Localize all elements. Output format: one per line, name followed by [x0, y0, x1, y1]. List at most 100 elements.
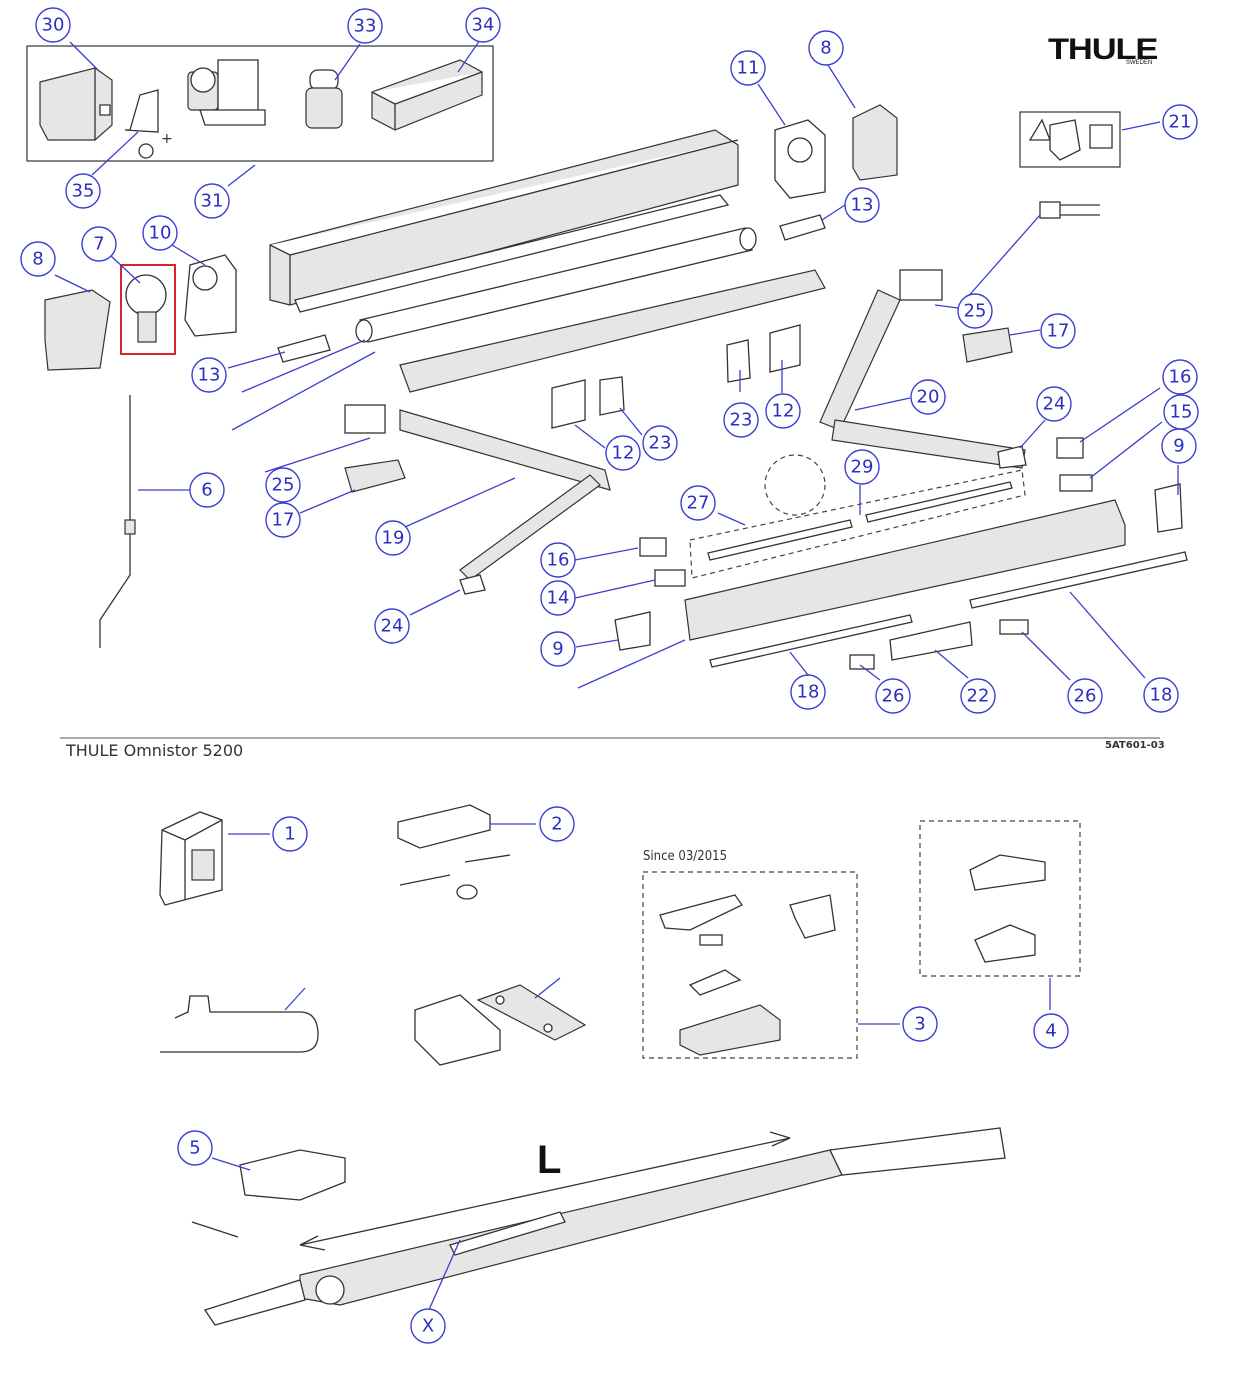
callout-circle [347, 8, 383, 44]
callout-circle [910, 379, 946, 415]
cassette-housing [269, 129, 739, 313]
callout-number: 24 [1043, 394, 1066, 415]
callout-circle [808, 30, 844, 66]
callout-circle [1033, 1013, 1069, 1049]
front-profile [399, 269, 826, 393]
callout-circle [875, 678, 911, 714]
callout-circle [189, 472, 225, 508]
part-14 [654, 569, 686, 587]
callout-number: 16 [1169, 367, 1192, 388]
callout-9: 9 [1161, 428, 1197, 464]
part-30-cover [39, 67, 113, 141]
part-21-bracket [1019, 111, 1121, 168]
callout-17: 17 [1040, 313, 1076, 349]
callout-circle [730, 50, 766, 86]
callout-16: 16 [1162, 359, 1198, 395]
callout-number: 30 [42, 15, 65, 36]
callout-number: 9 [1173, 436, 1184, 457]
callout-number: 18 [1150, 685, 1173, 706]
callout-number: 1 [284, 824, 295, 845]
callout-1: 1 [272, 816, 308, 852]
callout-number: 31 [201, 191, 224, 212]
callout-number: 13 [198, 365, 221, 386]
part-15-right [1059, 474, 1093, 492]
part-19-left-arm [344, 404, 611, 581]
callout-number: 8 [32, 249, 43, 270]
callout-21: 21 [1162, 104, 1198, 140]
callout-3: 3 [902, 1006, 938, 1042]
part-23-clip-b [726, 339, 751, 383]
front-bar [684, 499, 1188, 668]
callout-circle [272, 816, 308, 852]
callout-4: 4 [1033, 1013, 1069, 1049]
callout-20: 20 [910, 379, 946, 415]
callout-number: 25 [272, 475, 295, 496]
callout-number: 8 [820, 38, 831, 59]
callout-circle [177, 1130, 213, 1166]
callout-circle [1162, 104, 1198, 140]
callout-25: 25 [265, 467, 301, 503]
callout-number: 15 [1170, 402, 1193, 423]
callout-8: 8 [808, 30, 844, 66]
part-16-left [639, 537, 667, 557]
callout-circle [540, 542, 576, 578]
callout-circle [680, 485, 716, 521]
callout-13: 13 [191, 357, 227, 393]
part-bracket-plate [414, 984, 587, 1066]
callout-number: 27 [687, 493, 710, 514]
part-35-clip [124, 89, 159, 133]
callout-circle [1162, 359, 1198, 395]
callout-number: 6 [201, 480, 212, 501]
callout-number: 25 [964, 301, 987, 322]
doc-number: 5AT601-03 [1105, 740, 1165, 751]
callout-26: 26 [1067, 678, 1103, 714]
callout-19: 19 [375, 520, 411, 556]
svg-text:+: + [161, 131, 173, 147]
part-24-right [997, 445, 1027, 469]
part-8-endcap-left [44, 289, 111, 371]
callout-number: 23 [649, 433, 672, 454]
callout-number: 18 [797, 682, 820, 703]
callout-circle [265, 467, 301, 503]
callout-circle [605, 435, 641, 471]
part-connector-pins [1039, 201, 1100, 219]
callout-14: 14 [540, 580, 576, 616]
callout-circle [20, 241, 56, 277]
callout-number: 12 [772, 401, 795, 422]
callout-number: 7 [93, 234, 104, 255]
dimension-label-l: L [537, 1138, 562, 1182]
part-22 [889, 621, 973, 661]
callout-number: 12 [612, 443, 635, 464]
callout-18: 18 [790, 674, 826, 710]
callout-number: 10 [149, 223, 172, 244]
callout-13: 13 [844, 187, 880, 223]
part-7-gear-plate [125, 274, 167, 343]
callout-22: 22 [960, 678, 996, 714]
part-3-kit-box [642, 871, 858, 1059]
callout-24: 24 [1036, 386, 1072, 422]
accessory-box [26, 45, 494, 162]
callout-35: 35 [65, 173, 101, 209]
part-8-endcap-right [852, 104, 898, 181]
callout-29: 29 [844, 449, 880, 485]
callout-number: 23 [730, 410, 753, 431]
callout-circle [723, 402, 759, 438]
callout-number: 2 [551, 814, 562, 835]
part-12-plate-b [769, 324, 801, 373]
part-24-left [459, 574, 486, 595]
part-2-bracket-set [397, 804, 511, 900]
part-13-plug-top [779, 214, 826, 241]
callout-number: 33 [354, 16, 377, 37]
callout-12: 12 [605, 435, 641, 471]
part-29-rail [865, 481, 1013, 523]
part-4-kit-box [919, 820, 1081, 977]
diagram-title: THULE Omnistor 5200 [66, 741, 244, 760]
part-26-right [999, 619, 1029, 635]
roller-tube [355, 227, 757, 343]
callout-12: 12 [765, 393, 801, 429]
callout-number: 24 [381, 616, 404, 637]
callout-circle [35, 7, 71, 43]
part-17-cover-right [962, 327, 1013, 363]
callout-number: X [422, 1316, 434, 1337]
callout-number: 26 [882, 686, 905, 707]
